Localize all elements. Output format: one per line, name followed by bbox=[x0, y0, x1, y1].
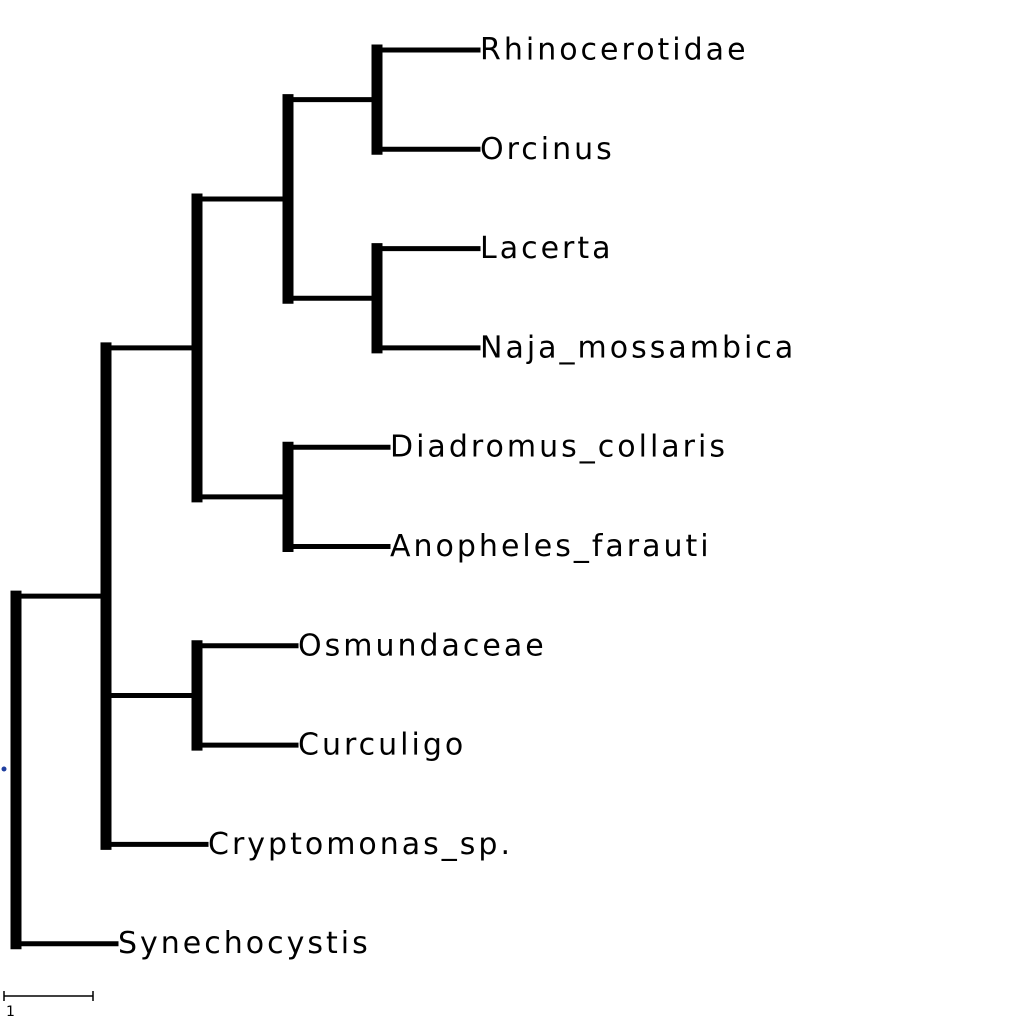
leaf-label: Synechocystis bbox=[118, 926, 371, 961]
tree-branches bbox=[10, 44, 481, 950]
scale-bar: 1 bbox=[3, 991, 94, 1020]
leaf-label: Osmundaceae bbox=[298, 628, 547, 663]
leaf-label: Rhinocerotidae bbox=[480, 33, 749, 68]
leaf-label: Anopheles_farauti bbox=[390, 529, 712, 564]
leaf-label: Diadromus_collaris bbox=[390, 430, 728, 465]
scale-bar-label: 1 bbox=[6, 1004, 15, 1020]
leaf-label: Lacerta bbox=[480, 231, 614, 266]
leaf-label: Orcinus bbox=[480, 132, 615, 167]
leaf-label: Cryptomonas_sp. bbox=[208, 827, 513, 862]
leaf-labels: RhinocerotidaeOrcinusLacertaNaja_mossamb… bbox=[118, 33, 796, 962]
leaf-label: Curculigo bbox=[298, 728, 466, 763]
root-marker bbox=[1, 766, 7, 772]
leaf-label: Naja_mossambica bbox=[480, 330, 796, 365]
